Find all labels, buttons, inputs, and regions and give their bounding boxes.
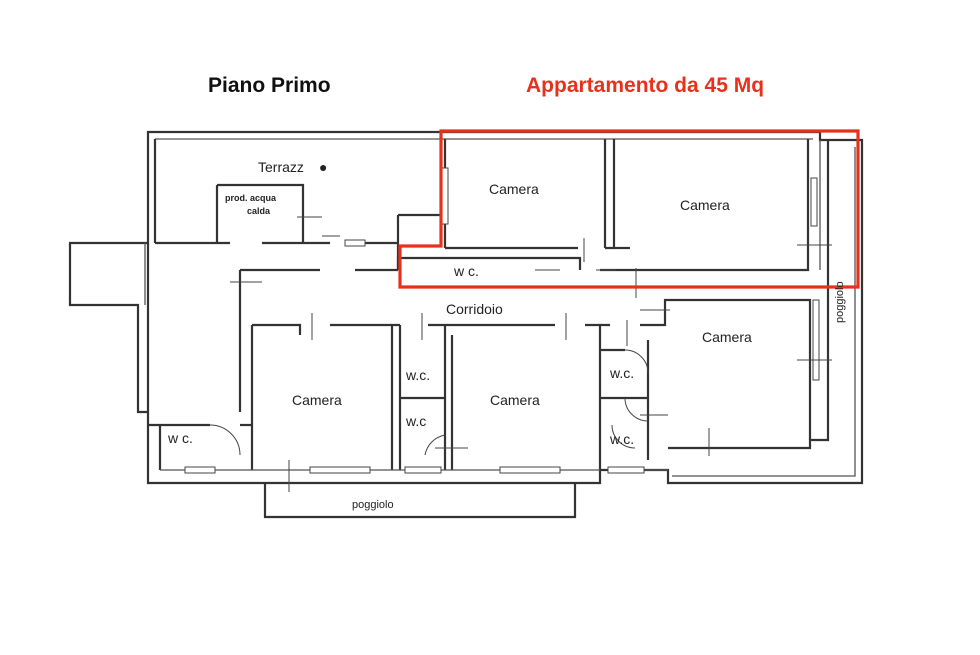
apartment-highlight-outline xyxy=(398,129,860,289)
room-label-water-heater: prod. acqua xyxy=(225,193,277,203)
window xyxy=(812,299,820,381)
room-labels: Terrazz ● prod. acqua calda Camera Camer… xyxy=(167,159,846,511)
window xyxy=(309,466,371,474)
door-swing xyxy=(424,434,446,456)
room-label-wc-south-west: w c. xyxy=(167,430,193,446)
door-swing xyxy=(624,397,649,422)
door-swing xyxy=(624,349,649,374)
room-label-camera-south-center: Camera xyxy=(490,392,540,408)
window xyxy=(441,167,449,225)
floor-title: Piano Primo xyxy=(208,74,331,97)
apartment-highlight-title: Appartamento da 45 Mq xyxy=(526,74,765,97)
window xyxy=(404,466,442,474)
room-label-wc-south-right: w.c. xyxy=(609,431,634,447)
room-label-balcony-south: poggiolo xyxy=(352,499,394,511)
door-swing xyxy=(209,424,241,456)
windows xyxy=(184,167,832,492)
room-label-terrace: Terrazz xyxy=(258,159,304,175)
room-label-camera-east: Camera xyxy=(702,329,752,345)
room-label-water-heater-2: calda xyxy=(247,206,271,216)
room-label-balcony-east: poggiolo xyxy=(834,281,846,323)
outer-walls xyxy=(68,130,864,519)
doors xyxy=(209,238,670,456)
room-label-wc-top: w c. xyxy=(453,263,479,279)
room-label-camera-top-right: Camera xyxy=(680,197,730,213)
room-label-wc-mid-left-lower: w.c xyxy=(405,413,426,429)
room-label-camera-south-left: Camera xyxy=(292,392,342,408)
window xyxy=(499,466,561,474)
room-label-camera-top-left: Camera xyxy=(489,181,539,197)
window xyxy=(810,177,818,227)
door-swing xyxy=(611,424,636,449)
window xyxy=(344,239,366,247)
room-label-wc-mid-left: w.c. xyxy=(405,367,430,383)
window xyxy=(184,466,216,474)
svg-text:●: ● xyxy=(319,159,327,175)
room-label-corridor: Corridoio xyxy=(446,301,503,317)
window xyxy=(607,466,645,474)
room-label-wc-mid-right: w.c. xyxy=(609,365,634,381)
interior-walls xyxy=(148,139,812,471)
